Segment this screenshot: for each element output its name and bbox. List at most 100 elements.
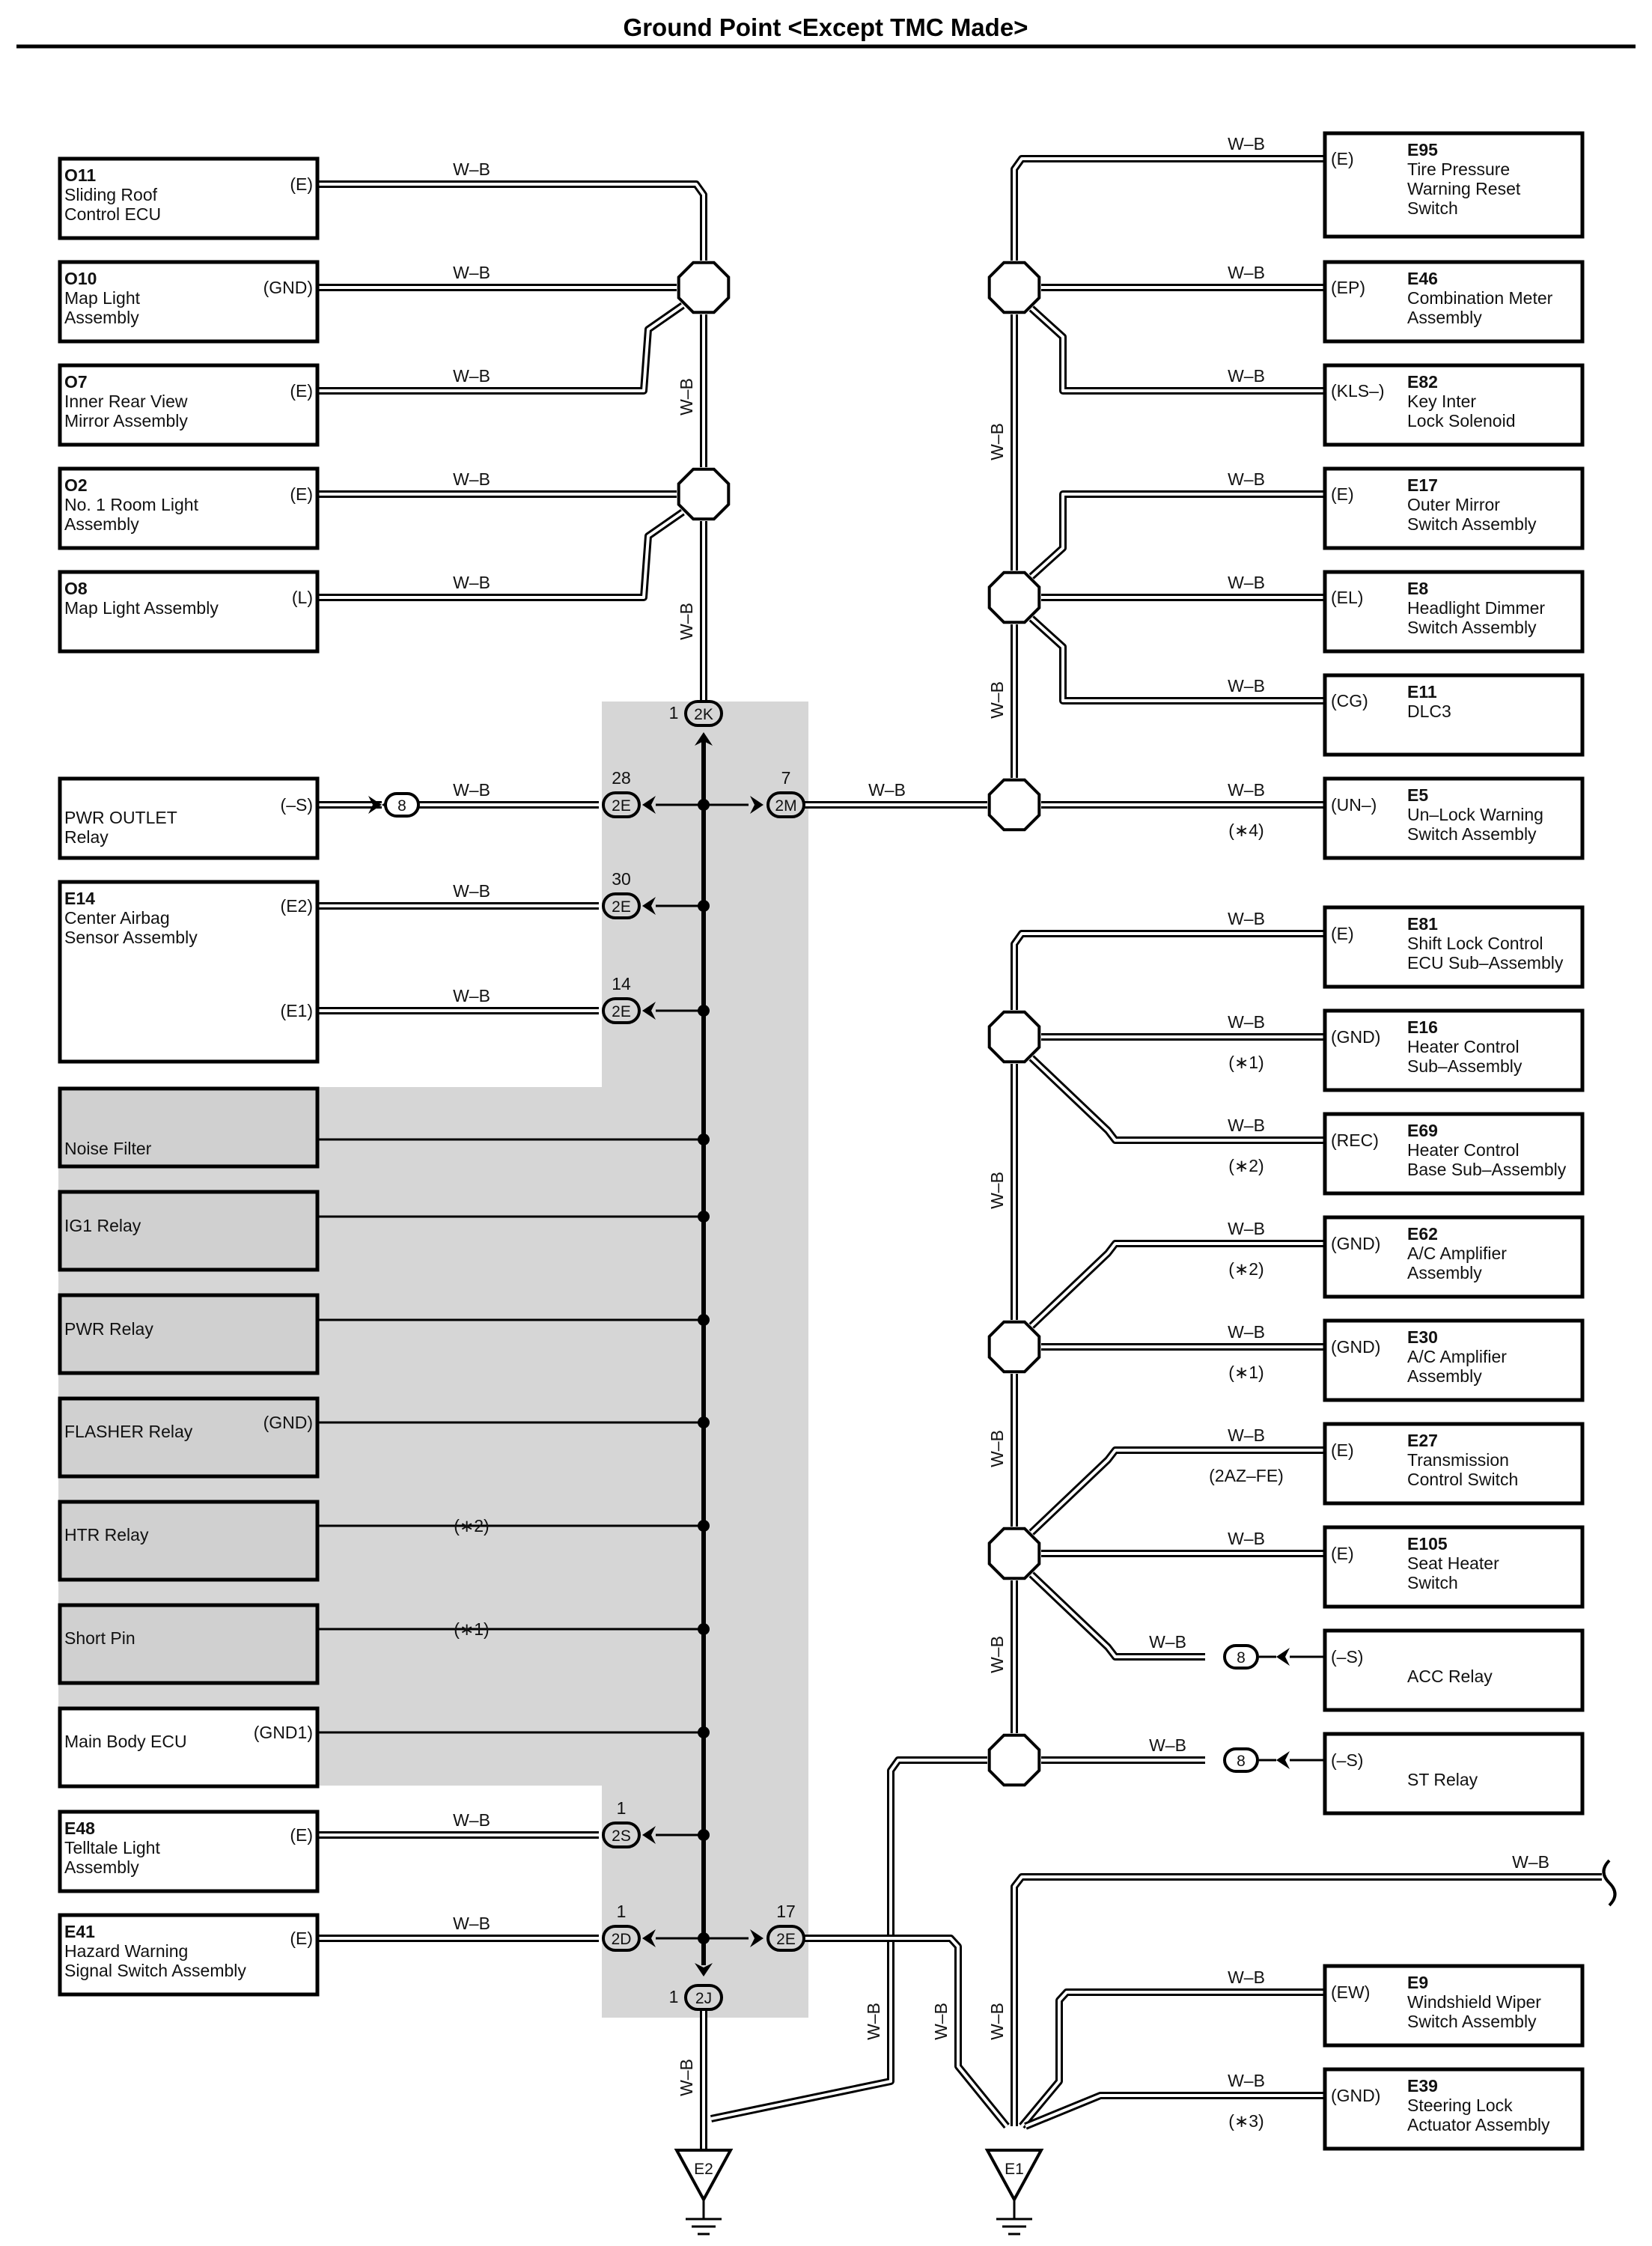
wire-color-e11: W–B	[1228, 676, 1265, 696]
wire-color-e39: W–B	[1228, 2071, 1265, 2090]
component-name: Short Pin	[64, 1628, 135, 1648]
connector-2d	[602, 1925, 641, 1952]
component-name: Inner Rear View	[64, 392, 188, 411]
component-code: E95	[1407, 140, 1438, 159]
note-label: (∗1)	[1228, 1053, 1264, 1072]
pin-number: 17	[776, 1902, 796, 1921]
pin-label: (E)	[290, 484, 313, 504]
component-code: O10	[64, 269, 97, 288]
wire-color-e69: W–B	[1228, 1116, 1265, 1135]
pin-label: (E)	[1331, 1440, 1354, 1460]
wire-e81	[1011, 930, 1325, 1010]
component-box-e105	[1323, 1525, 1585, 1609]
component-code: E14	[64, 889, 95, 908]
arrow-down	[695, 1963, 713, 1976]
pin-label: (E)	[1331, 484, 1354, 504]
pin-label: (E)	[290, 381, 313, 401]
wire-color-e27: W–B	[1228, 1425, 1265, 1445]
pin-label: (REC)	[1331, 1130, 1379, 1150]
wire-e39	[1024, 2092, 1325, 2130]
plug-st-number: 8	[1237, 1753, 1246, 1770]
wire-e11	[1028, 615, 1325, 704]
wire-color-acc: W–B	[1149, 1632, 1186, 1652]
wire-color-o8: W–B	[453, 573, 490, 592]
component-name: Switch Assembly	[1407, 2012, 1537, 2031]
wire-color-cont: W–B	[1512, 1852, 1549, 1872]
splice-dot	[698, 1005, 710, 1017]
connector-2e-17-code: 2E	[776, 1931, 796, 1948]
pin-label: (EL)	[1331, 588, 1363, 607]
plug-acc	[1223, 1644, 1259, 1670]
component-name: Combination Meter	[1407, 288, 1553, 308]
component-name: Switch Assembly	[1407, 514, 1537, 534]
junction-right-5	[987, 1320, 1041, 1374]
component-name: Seat Heater	[1407, 1553, 1499, 1573]
note-label: (∗1)	[1228, 1363, 1264, 1382]
wire-o8	[317, 508, 685, 601]
component-name: IG1 Relay	[64, 1216, 141, 1235]
wire-e27	[1030, 1449, 1325, 1534]
pin-label: (GND)	[1331, 1337, 1380, 1357]
wire-color-st-e2: W–B	[864, 2003, 883, 2040]
component-name: Tire Pressure	[1407, 159, 1510, 179]
wire-e11	[1030, 617, 1325, 702]
junction-upper-1	[677, 261, 731, 314]
wire-color-e9: W–B	[1228, 1967, 1265, 1987]
component-name: Hazard Warning	[64, 1941, 188, 1961]
pin-label: (E2)	[281, 896, 313, 916]
wire-color-2m: W–B	[868, 780, 906, 800]
connector-2m-7	[766, 791, 805, 818]
component-box-e27	[1323, 1422, 1585, 1506]
junction-right-3	[987, 778, 1041, 832]
splice-dot	[698, 1314, 710, 1326]
component-name: PWR OUTLET	[64, 808, 177, 827]
component-box-e30	[1323, 1318, 1585, 1402]
component-name: Noise Filter	[64, 1139, 152, 1158]
component-code: E27	[1407, 1431, 1438, 1450]
pin-label: (EP)	[1331, 278, 1365, 297]
component-name: Assembly	[64, 308, 139, 327]
component-name: Switch	[1407, 198, 1458, 218]
component-code: E5	[1407, 785, 1428, 805]
connector-2e-code: 2E	[612, 1003, 631, 1020]
wire-color-e8: W–B	[1228, 573, 1265, 592]
wire-color-e95: W–B	[1228, 134, 1265, 153]
wire-color-right: W–B	[987, 1430, 1007, 1467]
connector-2e-17	[766, 1925, 805, 1952]
junction-right-7	[987, 1733, 1041, 1787]
splice-dot	[698, 1623, 710, 1635]
junction-block-shading	[58, 702, 808, 2018]
splice-dot	[698, 1211, 710, 1223]
component-box-o2	[58, 466, 320, 550]
splice-dot	[698, 1932, 710, 1944]
wire-color-pwr: W–B	[453, 780, 490, 800]
wire-acc	[1030, 1573, 1205, 1658]
wire-continuation	[1013, 1875, 1602, 2126]
pin-number: 1	[669, 1987, 679, 2006]
wire-color-right: W–B	[987, 1636, 1007, 1673]
component-name: Telltale Light	[64, 1838, 160, 1857]
component-name: Heater Control	[1407, 1140, 1520, 1160]
wire-2e-to-e1	[801, 1935, 1010, 2129]
pin-label: (GND)	[263, 1413, 313, 1432]
junction-right-2	[987, 570, 1041, 624]
component-box-e17	[1323, 466, 1585, 550]
component-name: Control ECU	[64, 204, 161, 224]
connector-2e	[602, 997, 641, 1024]
wire-o11	[317, 180, 707, 261]
plug-acc-number: 8	[1237, 1649, 1246, 1667]
pin-label: (E)	[1331, 1544, 1354, 1563]
component-box-st-relay	[1323, 1732, 1585, 1816]
component-box-e48	[58, 1810, 320, 1893]
connector-2s-code: 2S	[612, 1827, 631, 1845]
wire-color-e62: W–B	[1228, 1219, 1265, 1238]
wire-e82	[1028, 305, 1325, 395]
wire-color-e30: W–B	[1228, 1322, 1265, 1342]
component-code: E39	[1407, 2076, 1438, 2096]
connector-2m-7-code: 2M	[775, 797, 796, 815]
pin-label: (E)	[290, 1929, 313, 1948]
pin-number: 1	[669, 703, 679, 722]
component-name: HTR Relay	[64, 1525, 149, 1544]
component-box-main-body-ecu	[58, 1706, 320, 1789]
component-code: O8	[64, 579, 88, 598]
